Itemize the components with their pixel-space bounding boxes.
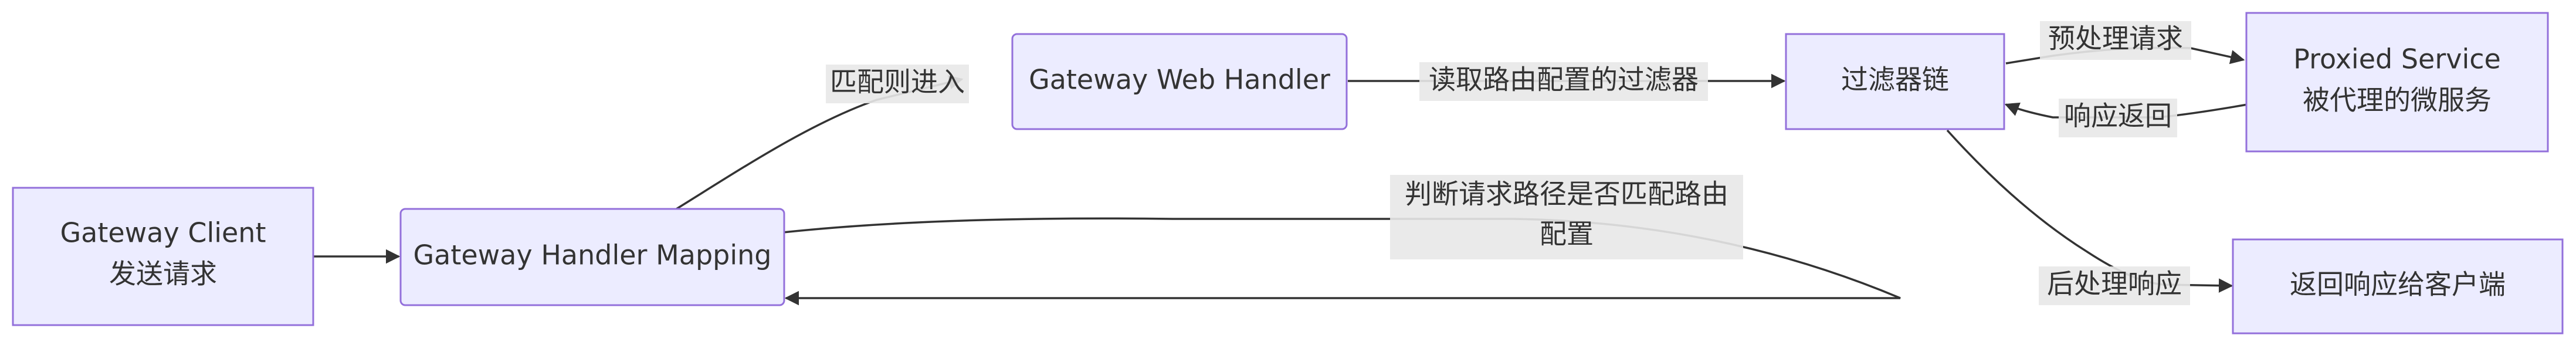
edge-label-response-return: 响应返回	[2059, 99, 2177, 137]
node-gateway-client: Gateway Client 发送请求	[12, 187, 314, 326]
svg-text:匹配则进入: 匹配则进入	[830, 66, 965, 98]
svg-text:过滤器链: 过滤器链	[1841, 64, 1949, 96]
edge-chain-to-response	[1946, 129, 2233, 293]
svg-text:判断请求路径是否匹配路由: 判断请求路径是否匹配路由	[1405, 178, 1728, 210]
svg-text:被代理的微服务: 被代理的微服务	[2303, 85, 2492, 116]
svg-text:响应返回: 响应返回	[2064, 100, 2172, 132]
node-web-handler: Gateway Web Handler	[1011, 33, 1348, 130]
node-return-response: 返回响应给客户端	[2232, 238, 2564, 335]
edge-label-postprocess: 后处理响应	[2039, 266, 2190, 305]
node-filter-chain: 过滤器链	[1785, 33, 2005, 130]
svg-text:配置: 配置	[1540, 218, 1594, 250]
svg-text:发送请求: 发送请求	[109, 258, 217, 290]
edge-mapping-to-webhandler	[674, 75, 964, 211]
svg-text:Gateway Web Handler: Gateway Web Handler	[1029, 64, 1330, 96]
edge-label-preprocess: 预处理请求	[2040, 21, 2191, 60]
svg-text:Gateway Client: Gateway Client	[60, 217, 266, 249]
svg-text:Proxied Service: Proxied Service	[2293, 43, 2501, 75]
svg-text:后处理响应: 后处理响应	[2047, 268, 2182, 300]
edge-label-path-match: 判断请求路径是否匹配路由 配置	[1390, 175, 1743, 259]
node-proxied-service: Proxied Service 被代理的微服务	[2245, 12, 2549, 153]
svg-text:Gateway Handler Mapping: Gateway Handler Mapping	[413, 239, 772, 271]
svg-text:读取路由配置的过滤器: 读取路由配置的过滤器	[1429, 64, 1699, 96]
edge-label-read-filters: 读取路由配置的过滤器	[1419, 62, 1708, 101]
svg-text:返回响应给客户端: 返回响应给客户端	[2290, 269, 2506, 300]
node-handler-mapping: Gateway Handler Mapping	[399, 208, 785, 306]
edge-label-match: 匹配则进入	[826, 65, 969, 103]
svg-text:预处理请求: 预处理请求	[2048, 23, 2183, 55]
